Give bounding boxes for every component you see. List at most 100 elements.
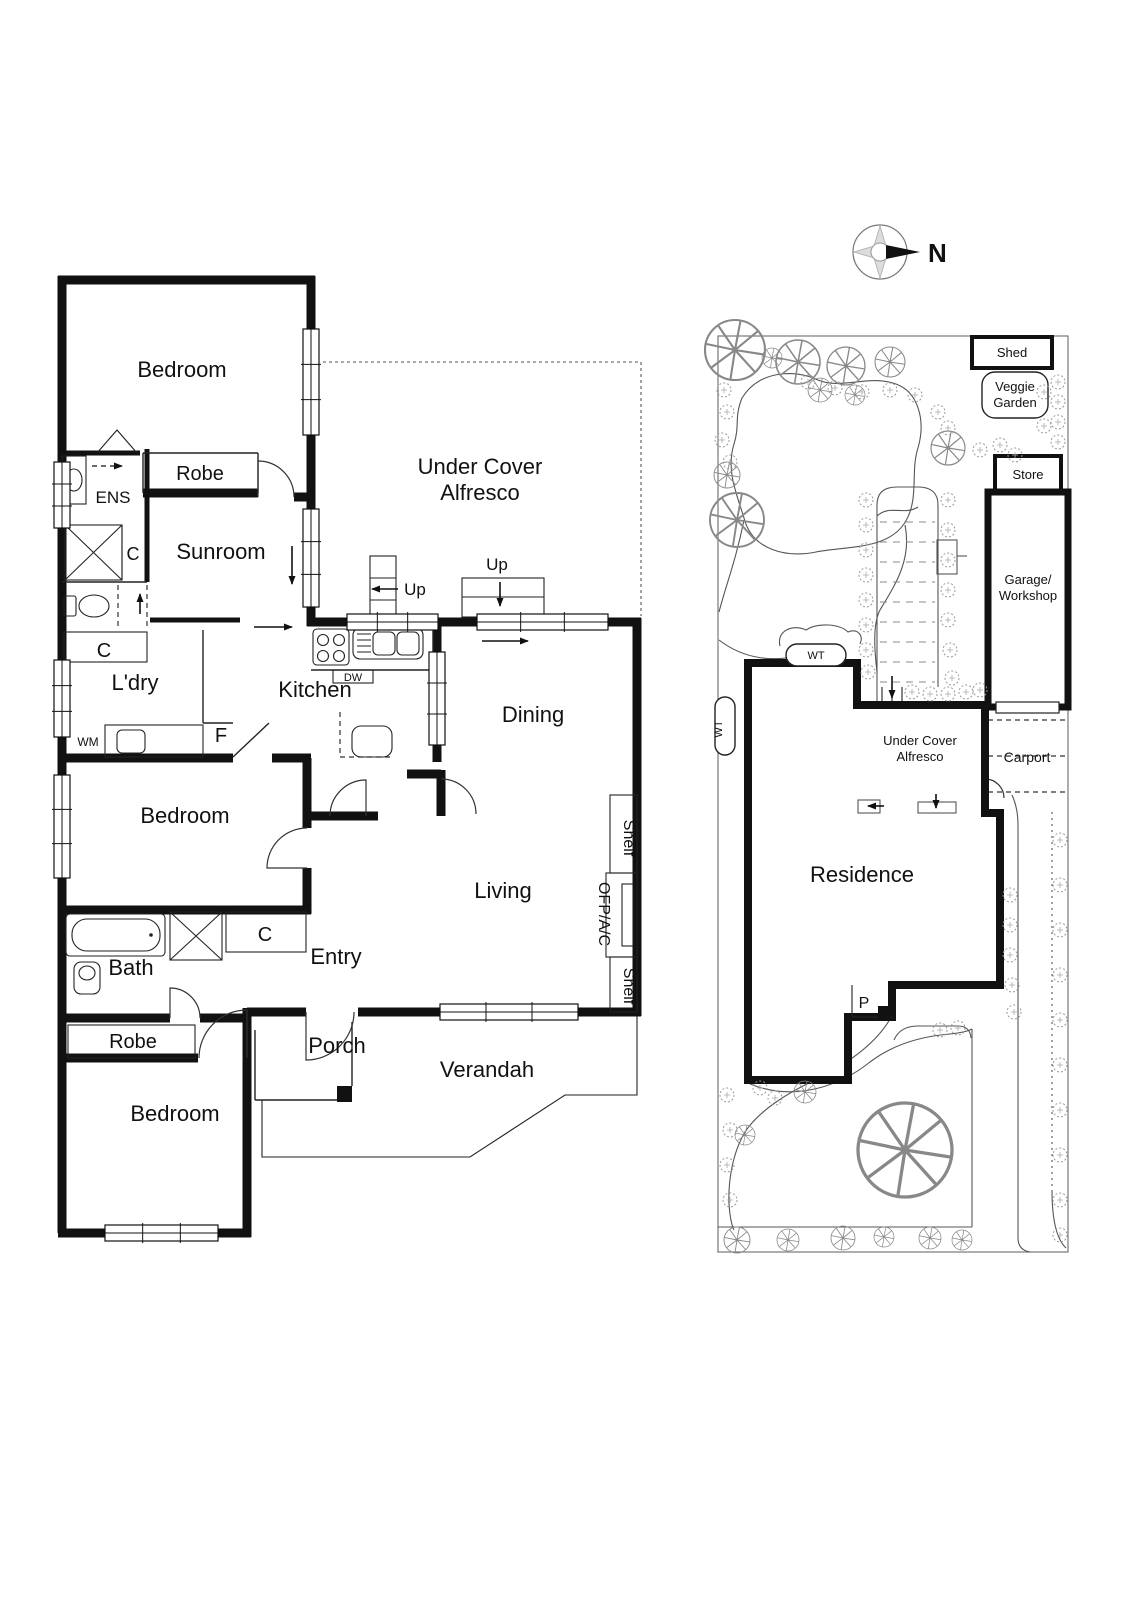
label-living: Living [474, 878, 531, 903]
direction-arrows [92, 462, 529, 645]
label-up1: Up [404, 580, 426, 599]
tree-icon [873, 1226, 895, 1248]
shrub-icon [1050, 414, 1066, 430]
residence-outline [744, 659, 1004, 1084]
hall-cupboard [63, 631, 148, 663]
path-box [936, 539, 958, 575]
shrub-icon [1052, 1147, 1068, 1163]
site-plan: N [703, 224, 1072, 1254]
shrub-icon [1050, 374, 1066, 390]
shrub-icon [719, 404, 735, 420]
wc-dashed-wall [117, 585, 148, 630]
shrub-icon [940, 420, 956, 436]
water-tank-top [785, 643, 847, 667]
shrub-icon [1004, 977, 1020, 993]
burner-icon [332, 633, 346, 647]
shrub-icon [922, 686, 938, 702]
shrub-icon [860, 664, 876, 680]
shrub-icon [944, 670, 960, 686]
toilet2-bowl-icon [78, 965, 96, 981]
shrub-icon [972, 442, 988, 458]
label-entry: Entry [310, 944, 361, 969]
tree-icon [807, 377, 833, 403]
window-icon [301, 328, 321, 436]
shrub-icon [722, 1122, 738, 1138]
shower-x-icon [64, 524, 123, 581]
bathtub-inner [71, 918, 161, 952]
tree-icon [776, 1228, 800, 1252]
water-tanks: WT WT [713, 643, 847, 756]
cooktop-icon [312, 628, 350, 666]
window-icon [439, 1002, 579, 1022]
tree-icon [723, 1226, 751, 1254]
shrub-icon [958, 684, 974, 700]
shrub-icon [992, 437, 1008, 453]
window-icon [52, 774, 72, 879]
shelf-column [605, 794, 638, 1013]
label-site-porch: P [859, 995, 870, 1012]
window-icon [52, 659, 72, 738]
shrub-icon [1002, 917, 1018, 933]
label-robe1: Robe [176, 463, 224, 485]
label-ofp-ac: OFP/A/C [595, 882, 612, 946]
shrub-icon [940, 686, 956, 702]
label-porch: Porch [308, 1033, 365, 1058]
shrub-icon [1052, 967, 1068, 983]
shrub-icon [722, 1192, 738, 1208]
shrub-icon [858, 592, 874, 608]
shrub-icon [1036, 418, 1052, 434]
shrub-icon [1052, 832, 1068, 848]
label-cupboard2: C [97, 640, 111, 662]
veggie-garden [981, 371, 1049, 419]
label-fridge: F [215, 725, 227, 747]
label-shelf-bottom: Shelf [620, 968, 637, 1005]
island-bench [351, 725, 393, 758]
laundry-fixtures [104, 724, 204, 758]
label-residence: Residence [810, 862, 914, 887]
label-veggie-2: Garden [993, 395, 1036, 410]
island-dashed [339, 712, 392, 758]
window-icon [104, 1223, 219, 1243]
water-tank-left [714, 696, 736, 756]
tree-icon [930, 430, 966, 466]
alfresco-outline [323, 361, 642, 616]
carport: Carport [984, 719, 1066, 799]
tree-icon [830, 1225, 856, 1251]
label-bedroom3: Bedroom [130, 1101, 219, 1126]
verandah-post-icon [337, 1086, 352, 1102]
label-cupboard3: C [258, 924, 272, 946]
north-arrow-icon [886, 245, 920, 259]
tree-icon [734, 1124, 756, 1146]
shrub-icon [858, 617, 874, 633]
label-site-alfresco-2: Alfresco [897, 749, 944, 764]
drain-icon [149, 933, 153, 937]
shrub-icon [1052, 1102, 1068, 1118]
laundry-bench [104, 724, 204, 758]
cistern-icon [63, 595, 77, 617]
garage-door [995, 701, 1060, 714]
label-bath: Bath [108, 955, 153, 980]
label-wt-left: WT [713, 720, 725, 737]
label-site-alfresco-1: Under Cover [883, 733, 957, 748]
shrub-icon [858, 642, 874, 658]
label-shelf-top: Shelf [620, 820, 637, 857]
windows [52, 328, 609, 1243]
garden-path [876, 486, 967, 707]
label-shed: Shed [997, 345, 1027, 360]
label-up2: Up [486, 555, 508, 574]
label-garage-2: Workshop [999, 588, 1057, 603]
sink-icon [352, 627, 424, 660]
shrub-icon [1050, 434, 1066, 450]
sink-bowl-icon [396, 631, 420, 656]
label-wm: WM [77, 735, 98, 749]
label-dw: DW [344, 672, 363, 684]
tree-icon [775, 339, 821, 385]
window-icon [476, 612, 609, 632]
shrub-icon [930, 404, 946, 420]
shrub-icon [858, 492, 874, 508]
shrub-icon [940, 522, 956, 538]
shrub-icon [904, 684, 920, 700]
label-robe2: Robe [109, 1031, 157, 1053]
label-verandah: Verandah [440, 1057, 534, 1082]
shrub-icon [1052, 1057, 1068, 1073]
